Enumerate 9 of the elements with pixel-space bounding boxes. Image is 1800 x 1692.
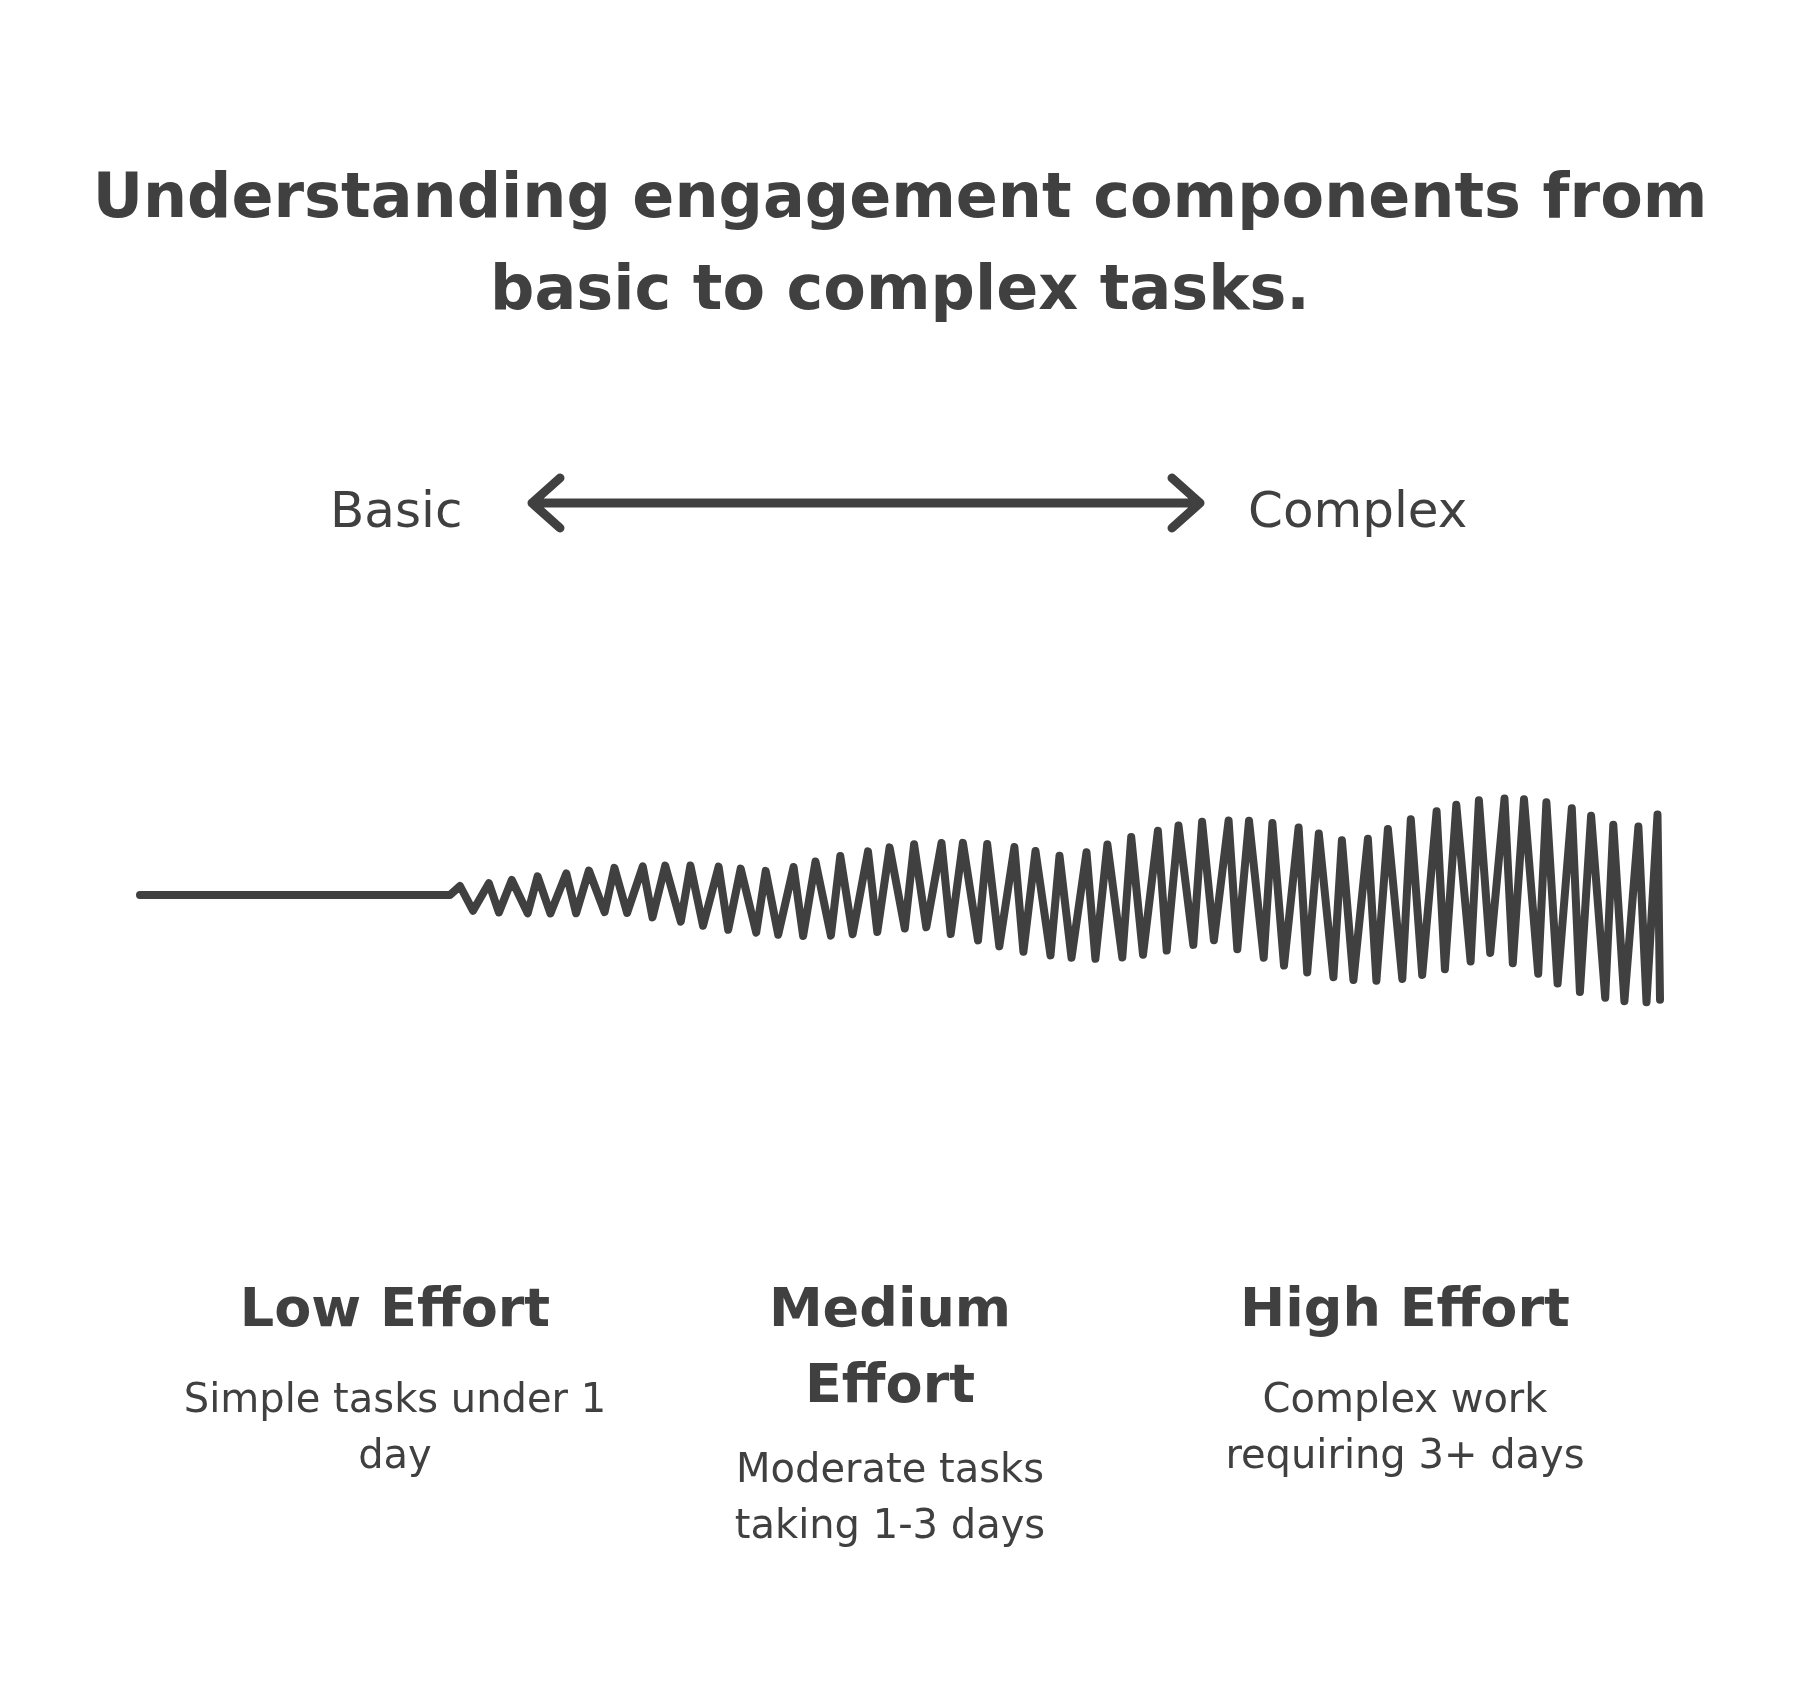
title: Understanding engagement components from basic to complex tasks. (91, 158, 1709, 326)
description: Moderate tasks taking 1-3 days (733, 1444, 1047, 1549)
description: Simple tasks under 1 day (182, 1374, 608, 1479)
axis-label: Complex (1248, 480, 1469, 541)
description: Complex work requiring 3+ days (1224, 1374, 1586, 1479)
axis-label: Basic (330, 480, 464, 541)
column-heading: Medium Effort (767, 1275, 1013, 1417)
column-heading: High Effort (1239, 1275, 1571, 1341)
column-heading: Low Effort (238, 1275, 552, 1341)
